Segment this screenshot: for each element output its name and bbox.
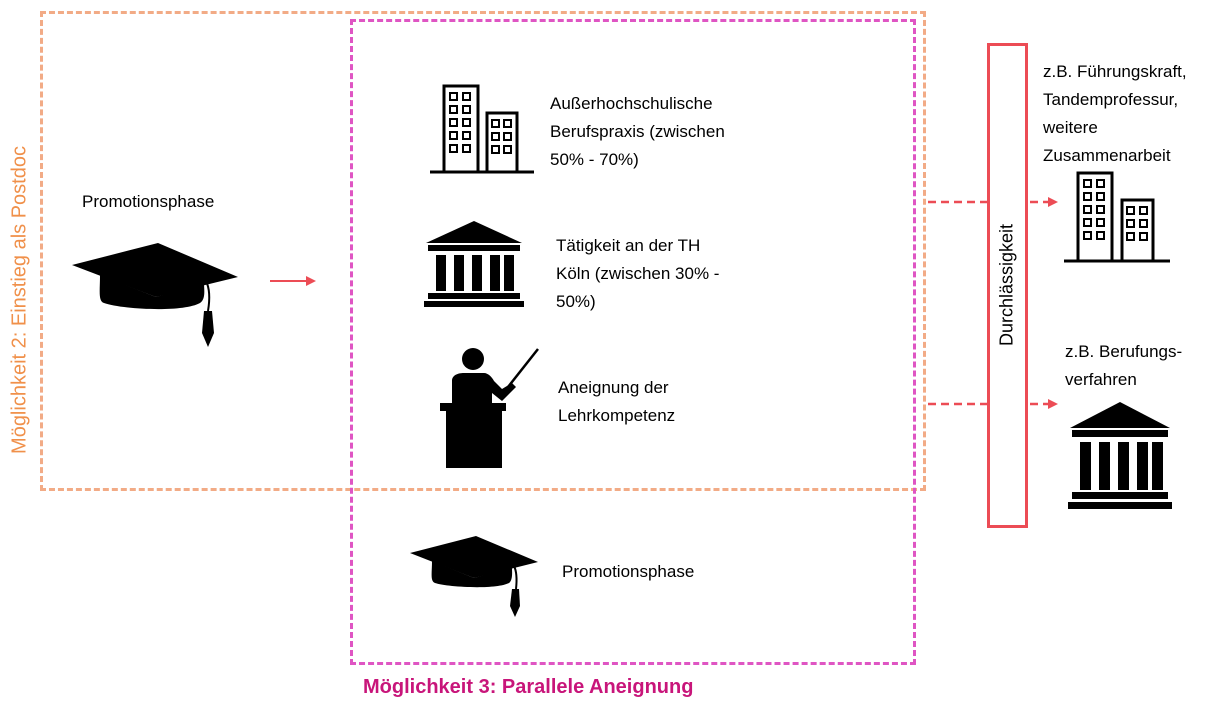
university-building-icon (1068, 402, 1172, 509)
item-text-berufspraxis: Außerhochschulische Berufspraxis (zwisch… (550, 94, 725, 169)
postdoc-option-label: Möglichkeit 2: Einstieg als Postdoc (8, 146, 31, 454)
durchlaessigkeit-box (987, 43, 1028, 528)
dashed-connector-bottom-left (928, 402, 988, 406)
right-top-text: z.B. Führungskraft, Tandemprofessur, wei… (1043, 62, 1187, 165)
item-text-lehrkompetenz: Aneignung der Lehrkompetenz (558, 378, 676, 425)
university-building-icon (424, 221, 524, 307)
office-buildings-icon (430, 84, 534, 174)
item-text-th-koeln: Tätigkeit an der TH Köln (zwischen 30% -… (556, 236, 720, 311)
phase-label-bottom: Promotionsphase (562, 562, 695, 581)
dashed-arrow-top-right (1030, 197, 1058, 207)
phase-label-left: Promotionsphase (82, 192, 215, 211)
teacher-lectern-icon (440, 348, 539, 468)
parallel-option-frame (350, 19, 916, 665)
durchlaessigkeit-label: Durchlässigkeit (996, 223, 1017, 347)
postdoc-option-frame (40, 11, 926, 491)
dashed-arrow-bottom-right (1030, 399, 1058, 409)
parallel-option-label: Möglichkeit 3: Parallele Aneignung (363, 676, 694, 698)
office-buildings-icon (1064, 171, 1170, 263)
dashed-connector-top-left (928, 200, 988, 204)
graduation-cap-icon (72, 243, 238, 347)
right-bottom-text: z.B. Berufungs- verfahren (1065, 342, 1183, 389)
graduation-cap-icon (410, 536, 538, 617)
flow-arrow (270, 276, 316, 286)
